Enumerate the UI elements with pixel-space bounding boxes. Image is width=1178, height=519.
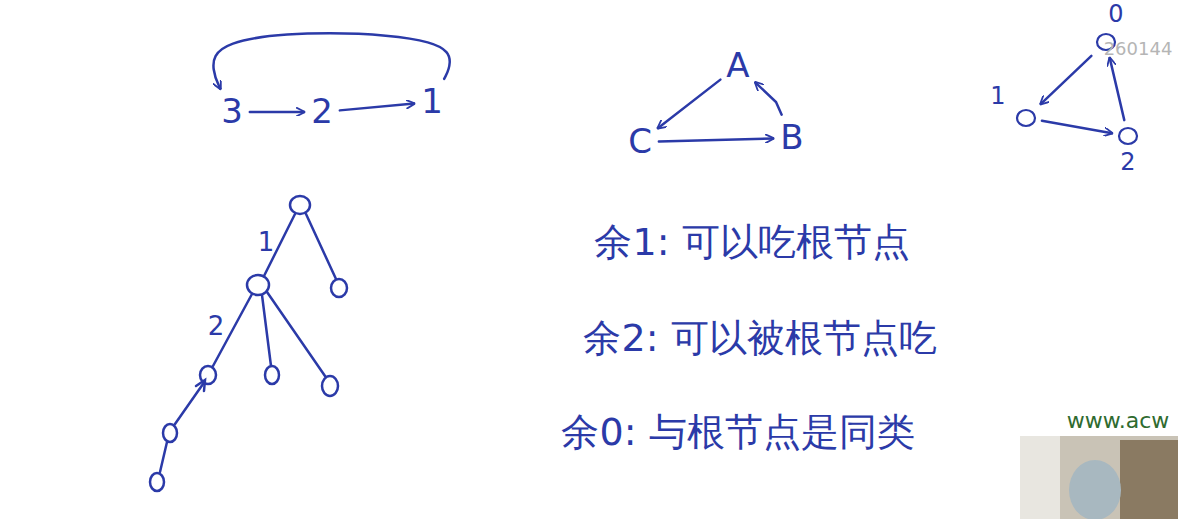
webcam-person bbox=[1069, 460, 1121, 519]
vertex-name: 1 bbox=[990, 84, 1005, 108]
tree-vertex bbox=[265, 366, 279, 384]
webcam-wall bbox=[1020, 436, 1060, 519]
vertex-circle: 1 bbox=[1015, 107, 1037, 129]
vertex-name: 1 bbox=[421, 83, 443, 120]
tree-edge bbox=[267, 292, 325, 376]
vertex-label: 1 bbox=[419, 83, 445, 120]
arrow-connector bbox=[755, 82, 781, 114]
vertex-label: 2 bbox=[309, 93, 335, 130]
vertex-name: 2 bbox=[1120, 150, 1135, 174]
circle-shape bbox=[1119, 128, 1137, 144]
arrow-connector bbox=[1041, 56, 1092, 104]
edge-number: 1 bbox=[258, 227, 275, 257]
tree-vertex bbox=[322, 376, 338, 396]
circle-shape bbox=[1017, 110, 1035, 126]
webcam-shelf bbox=[1120, 440, 1178, 519]
vertex-name: A bbox=[726, 47, 749, 84]
note-line: 余1: 可以吃根节点 bbox=[594, 217, 909, 268]
vertex-label: A bbox=[724, 47, 751, 84]
tree-edge bbox=[306, 214, 336, 279]
tree-vertex bbox=[247, 275, 269, 295]
arrow-connector bbox=[1042, 121, 1112, 133]
circle-outline bbox=[1015, 107, 1037, 129]
tree-edge bbox=[160, 442, 167, 472]
vertex-label: B bbox=[778, 119, 805, 156]
circle-outline bbox=[1117, 125, 1139, 147]
tree-edge bbox=[262, 295, 271, 366]
vertex-name: B bbox=[780, 119, 803, 156]
arrow-connector bbox=[659, 138, 773, 141]
vertex-circle: 2 bbox=[1117, 125, 1139, 147]
tree-vertex bbox=[150, 473, 164, 491]
edge-number: 2 bbox=[208, 311, 225, 341]
tree-vertex bbox=[290, 196, 310, 214]
arrow-connector bbox=[658, 80, 721, 129]
arrow-connector bbox=[1110, 58, 1125, 120]
id-watermark: 260144 bbox=[1104, 38, 1173, 59]
tree-vertex bbox=[163, 424, 177, 442]
note-line: 余2: 可以被根节点吃 bbox=[583, 313, 936, 364]
site-watermark: www.acw bbox=[1067, 408, 1170, 433]
tree-vertex bbox=[200, 366, 216, 384]
arrow-connector bbox=[340, 104, 414, 111]
vertex-name: 3 bbox=[221, 93, 243, 130]
vertex-label: 3 bbox=[219, 93, 245, 130]
note-line: 余0: 与根节点是同类 bbox=[561, 407, 914, 458]
arrow-connector bbox=[213, 33, 449, 88]
arrow-connector bbox=[250, 111, 304, 114]
vertex-name: 2 bbox=[311, 93, 333, 130]
webcam-inset bbox=[1020, 436, 1178, 519]
vertex-name: 0 bbox=[1108, 2, 1123, 26]
webcam-frame bbox=[1020, 436, 1178, 519]
tree-edge bbox=[175, 384, 203, 424]
vertex-label: C bbox=[626, 123, 654, 160]
tree-vertex bbox=[331, 279, 347, 297]
vertex-name: C bbox=[628, 123, 652, 160]
